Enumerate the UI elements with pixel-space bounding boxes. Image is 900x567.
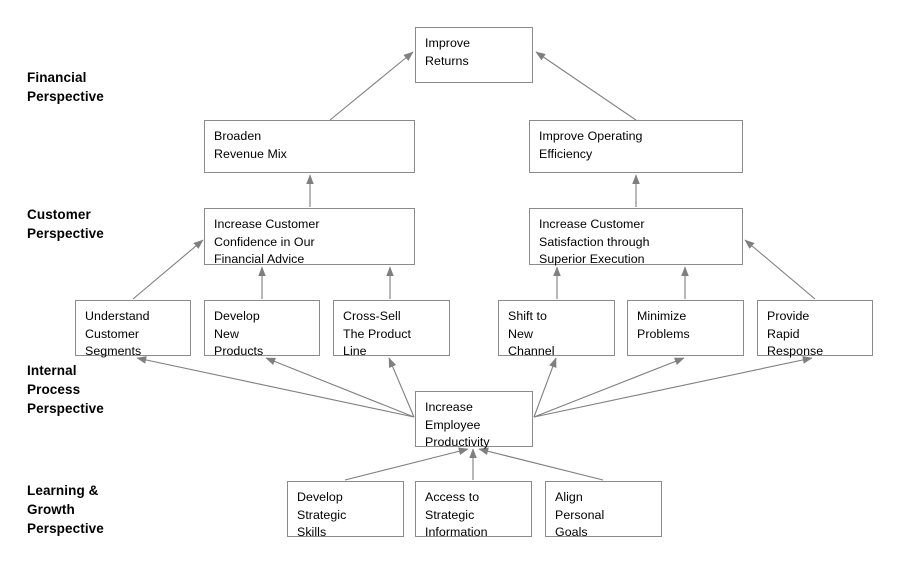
connector-arrow xyxy=(533,357,557,418)
connector-arrow xyxy=(533,357,685,418)
objective-box-cross-sell-the-product-line[interactable]: Cross-Sell The Product Line xyxy=(333,300,450,358)
objective-box-shift-to-new-channel[interactable]: Shift to New Channel xyxy=(498,300,615,358)
objective-box-provide-rapid-response[interactable]: Provide Rapid Response xyxy=(757,300,873,358)
objective-box-improve-operating-efficiency[interactable]: Improve Operating Efficiency xyxy=(529,120,743,173)
objective-box-minimize-problems[interactable]: Minimize Problems xyxy=(627,300,744,356)
connector-arrow xyxy=(329,51,414,121)
connector-arrow xyxy=(533,356,813,418)
objective-box-access-to-strategic-information[interactable]: Access to Strategic Information xyxy=(415,481,532,539)
connector-arrow xyxy=(535,51,637,121)
objective-box-align-personal-goals[interactable]: Align Personal Goals xyxy=(545,481,662,539)
objective-box-increase-customer-confidence[interactable]: Increase Customer Confidence in Our Fina… xyxy=(204,208,415,266)
perspective-label-customer: Customer Perspective xyxy=(27,207,104,242)
connector-arrow xyxy=(388,357,415,418)
connector-arrow xyxy=(478,447,604,481)
objective-box-broaden-revenue-mix[interactable]: Broaden Revenue Mix xyxy=(204,120,415,173)
perspective-label-internal-process: Internal Process Perspective xyxy=(27,363,104,417)
connector-arrow xyxy=(265,357,415,418)
objective-box-improve-returns[interactable]: Improve Returns xyxy=(415,27,533,83)
connector-arrow xyxy=(132,239,204,300)
connector-arrow xyxy=(136,356,415,418)
perspective-label-financial: Financial Perspective xyxy=(27,70,104,105)
edge-group xyxy=(132,51,816,481)
connector-arrow xyxy=(744,239,816,300)
objective-box-develop-new-products[interactable]: Develop New Products xyxy=(204,300,320,358)
objective-box-develop-strategic-skills[interactable]: Develop Strategic Skills xyxy=(287,481,404,539)
perspective-label-learning-growth: Learning & Growth Perspective xyxy=(27,483,104,537)
connector-arrow xyxy=(344,447,469,481)
objective-box-increase-customer-satisfaction[interactable]: Increase Customer Satisfaction through S… xyxy=(529,208,743,266)
objective-box-increase-employee-productivity[interactable]: Increase Employee Productivity xyxy=(415,391,533,449)
objective-box-understand-customer-segments[interactable]: Understand Customer Segments xyxy=(75,300,191,358)
